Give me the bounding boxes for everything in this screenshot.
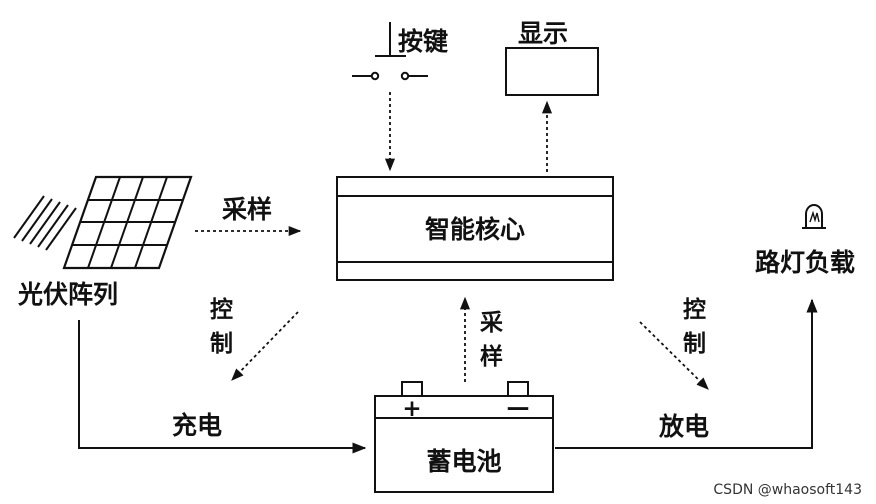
display-label: 显示 xyxy=(518,19,568,48)
sample-mid-label-2: 样 xyxy=(480,343,503,370)
sample-left-label: 采样 xyxy=(222,195,272,224)
watermark: CSDN @whaosoft143 xyxy=(713,482,862,498)
control-left-label-1: 控 xyxy=(210,296,233,323)
load-label: 路灯负载 xyxy=(755,248,855,277)
solar-label: 光伏阵列 xyxy=(17,280,118,309)
smart-core-box xyxy=(336,176,614,281)
charge-flow-line xyxy=(78,320,367,454)
control-left-label-2: 制 xyxy=(210,331,233,357)
control-left-arrow xyxy=(231,311,299,381)
solar-panel xyxy=(62,175,193,270)
button-label: 按键 xyxy=(398,27,448,56)
control-right-label-1: 控 xyxy=(683,296,706,323)
discharge-flow-line xyxy=(555,298,818,449)
sample-mid-label-1: 采 xyxy=(480,310,503,336)
core-label: 智能核心 xyxy=(425,215,525,244)
display-box xyxy=(505,47,599,96)
battery-label: 蓄电池 xyxy=(426,447,501,476)
bulb-icon xyxy=(802,204,826,229)
push-button-symbol xyxy=(352,22,428,81)
control-right-arrow xyxy=(639,321,709,390)
battery-plus-sign: + xyxy=(402,396,421,422)
charge-label: 充电 xyxy=(172,411,222,440)
battery-minus-sign: — xyxy=(507,395,530,421)
control-right-label-2: 制 xyxy=(683,331,706,357)
discharge-label: 放电 xyxy=(658,412,709,441)
battery-symbol xyxy=(374,381,554,493)
sun-rays xyxy=(13,195,77,251)
